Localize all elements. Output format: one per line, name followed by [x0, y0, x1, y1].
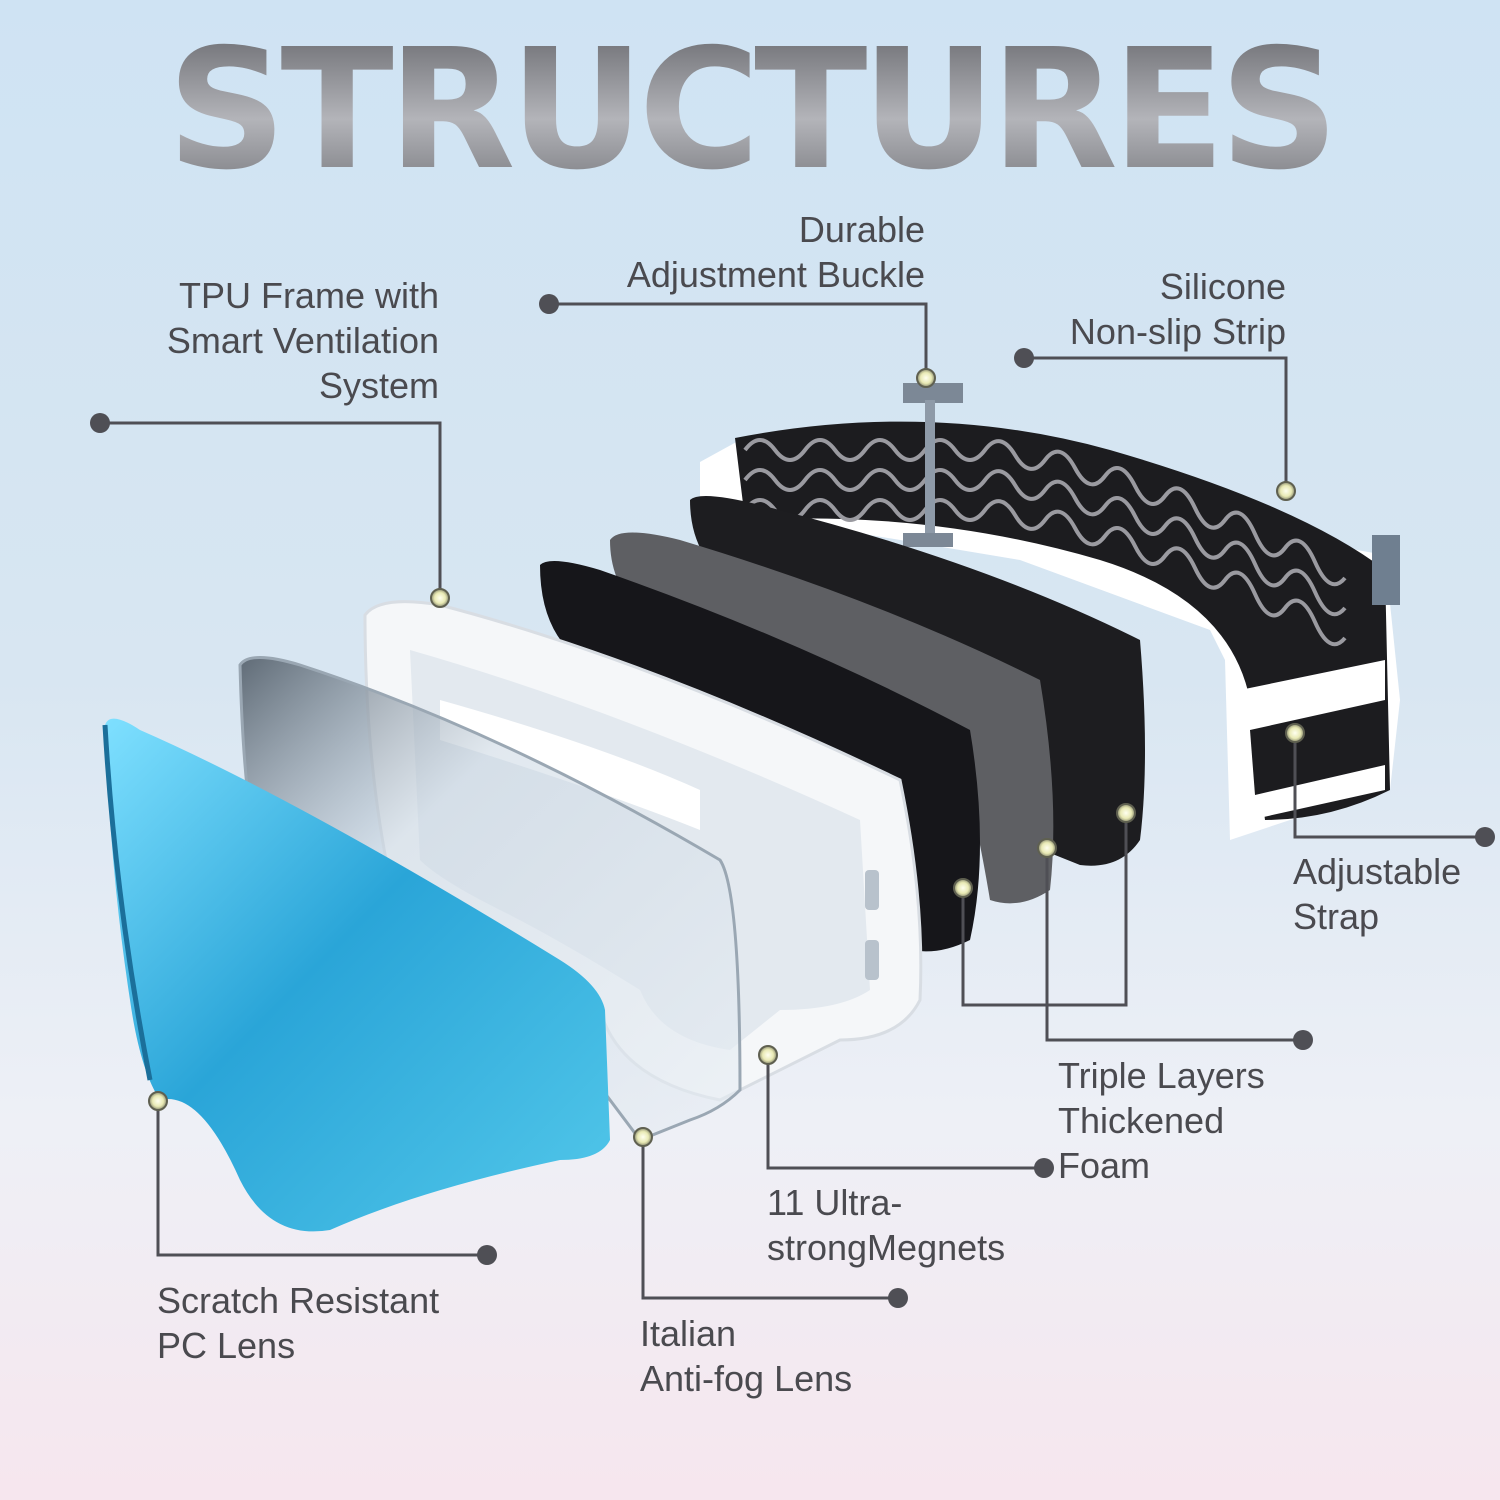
endpoint-magnets — [1034, 1158, 1054, 1178]
label-anti-fog-lens: Italian Anti-fog Lens — [640, 1311, 852, 1401]
label-silicone-strip: Silicone Non-slip Strip — [1070, 264, 1286, 354]
hotspot-magnets — [758, 1045, 778, 1065]
leader-foam-b — [1045, 848, 1303, 1042]
label-line: Smart Ventilation — [166, 320, 439, 361]
label-line: Non-slip Strip — [1069, 311, 1286, 352]
label-triple-foam: Triple Layers Thickened Foam — [1058, 1053, 1265, 1188]
label-line: Triple Layers — [1058, 1055, 1265, 1096]
endpoint-foam — [1293, 1030, 1313, 1050]
label-magnets: 11 Ultra- strongMegnets — [767, 1180, 1005, 1270]
label-line: Adjustment Buckle — [626, 254, 925, 295]
label-line: Scratch Resistant — [157, 1280, 440, 1321]
label-line: System — [318, 365, 439, 406]
pc-lens — [102, 718, 610, 1232]
label-tpu-frame: TPU Frame with Smart Ventilation System — [167, 273, 439, 408]
label-line: Anti-fog Lens — [640, 1358, 853, 1399]
label-adjustable-strap: Adjustable Strap — [1293, 849, 1461, 939]
label-line: Durable — [798, 209, 925, 250]
page-title: STRUCTURES — [0, 28, 1500, 194]
leader-magnets — [766, 1055, 1044, 1170]
label-line: Adjustable — [1293, 851, 1462, 892]
hotspot-buckle — [916, 368, 936, 388]
leader-pclens — [156, 1101, 487, 1257]
endpoint-antifog — [888, 1288, 908, 1308]
label-line: Strap — [1293, 896, 1380, 937]
leader-antifog — [641, 1137, 898, 1300]
endpoint-silicone — [1014, 348, 1034, 368]
hotspots — [148, 368, 1305, 1147]
hotspot-foam-2 — [1037, 838, 1057, 858]
leader-strap — [1293, 733, 1485, 839]
leader-silicone — [1024, 356, 1288, 491]
hotspot-foam-1 — [953, 878, 973, 898]
endpoint-strap — [1475, 827, 1495, 847]
hotspot-foam-3 — [1116, 803, 1136, 823]
label-line: 11 Ultra- — [767, 1182, 903, 1223]
hotspot-pclens — [148, 1091, 168, 1111]
label-adjustment-buckle: Durable Adjustment Buckle — [627, 207, 925, 297]
label-line: TPU Frame with — [178, 275, 439, 316]
label-line: strongMegnets — [767, 1227, 1006, 1268]
label-line: Foam — [1058, 1145, 1151, 1186]
hotspot-silicone — [1276, 481, 1296, 501]
leader-endpoints — [90, 294, 1495, 1308]
label-line: Thickened — [1058, 1100, 1225, 1141]
leader-frame — [100, 421, 442, 598]
hotspot-antifog — [633, 1127, 653, 1147]
leader-foam-a — [961, 813, 1128, 1007]
label-line: Italian — [640, 1313, 737, 1354]
leader-lines — [100, 302, 1485, 1300]
hotspot-frame — [430, 588, 450, 608]
label-pc-lens: Scratch Resistant PC Lens — [157, 1278, 439, 1368]
endpoint-buckle — [539, 294, 559, 314]
label-line: Silicone — [1159, 266, 1286, 307]
adjustment-buckle — [903, 383, 963, 547]
endpoint-frame — [90, 413, 110, 433]
adjustable-strap — [700, 421, 1400, 840]
hotspot-strap — [1285, 723, 1305, 743]
label-line: PC Lens — [157, 1325, 296, 1366]
leader-buckle — [549, 302, 928, 378]
endpoint-pclens — [477, 1245, 497, 1265]
